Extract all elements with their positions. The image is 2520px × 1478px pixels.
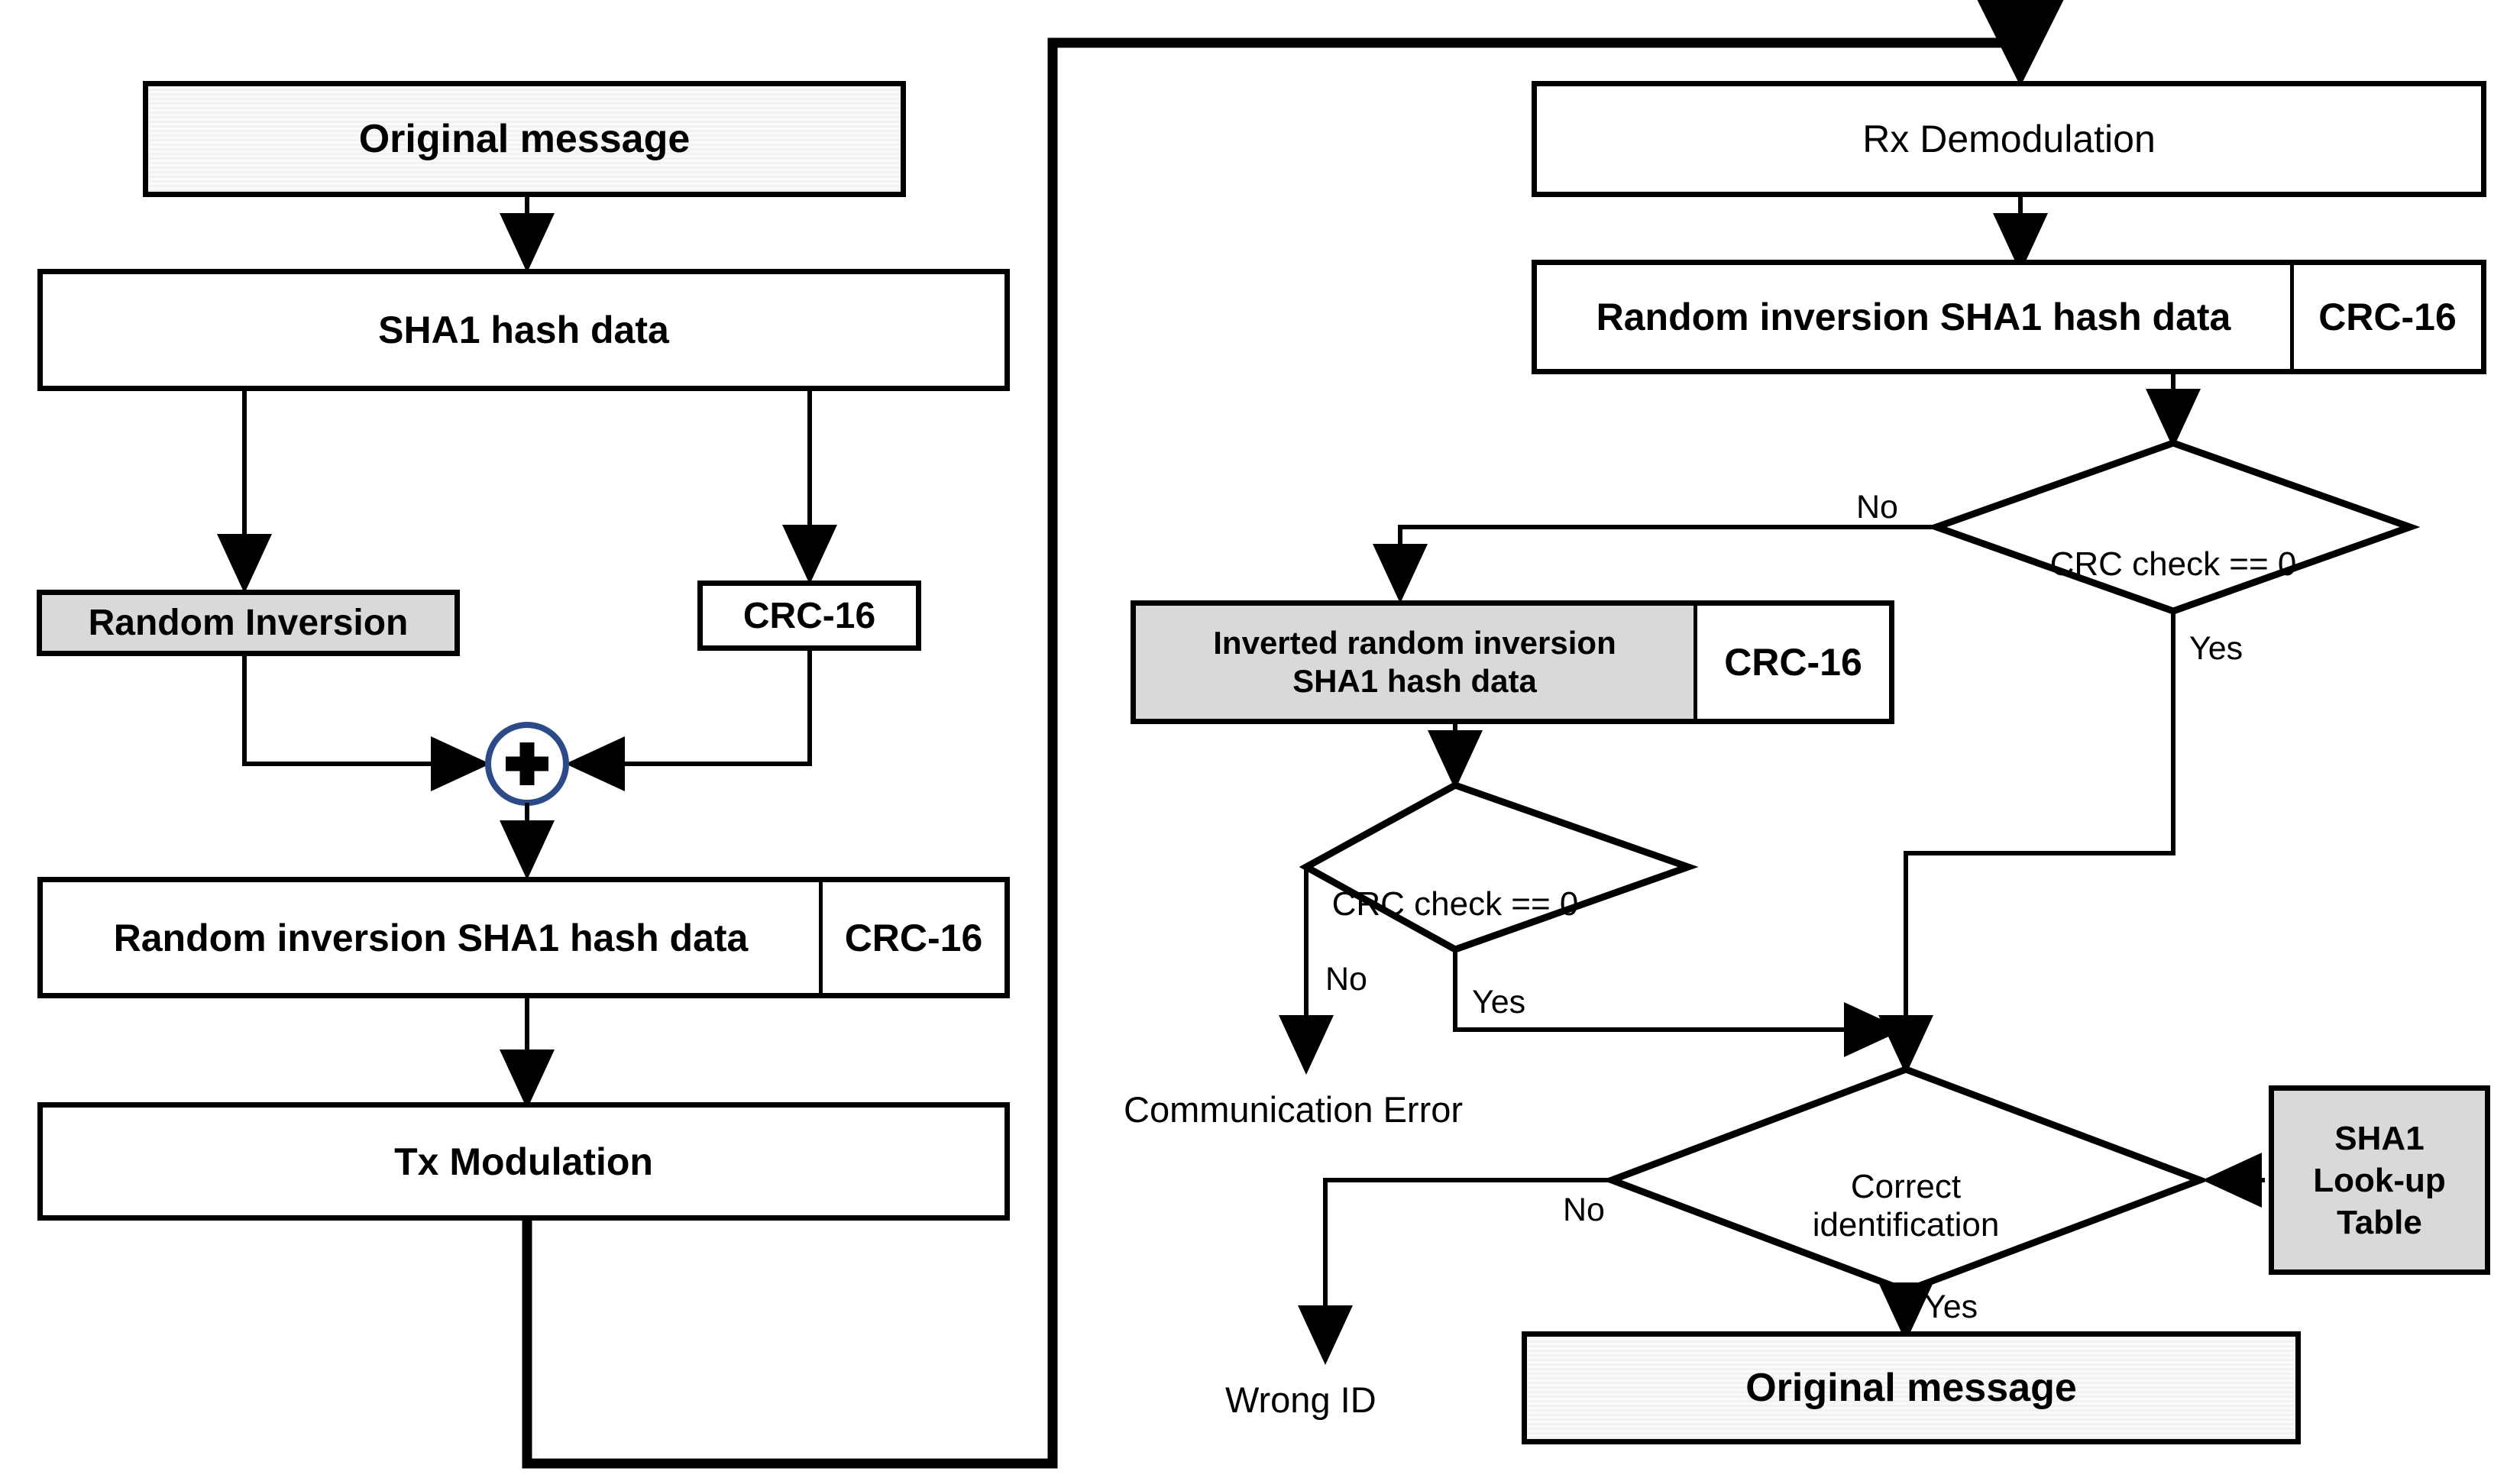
plus-icon xyxy=(506,742,548,785)
node-label: CRC-16 xyxy=(742,595,876,636)
node-label: Original message xyxy=(358,117,691,161)
edge-label-crc1-yes: Yes xyxy=(2189,630,2243,668)
packet-data-cell: Random inversion SHA1 hash data xyxy=(1537,265,2294,369)
terminal-text: Communication Error xyxy=(1124,1089,1464,1130)
edge-label-correct-id-yes: Yes xyxy=(1924,1289,1978,1326)
inverted-packet-crc-cell: CRC-16 xyxy=(1697,606,1889,719)
node-label: Rx Demodulation xyxy=(1862,118,2156,160)
edge-random-inversion-to-adder xyxy=(242,656,490,791)
node-inverted-packet[interactable]: Inverted random inversion SHA1 hash data… xyxy=(1131,600,1894,724)
decision-text: Correct identification xyxy=(1812,1167,2000,1244)
node-label: SHA1 Look-up Table xyxy=(2313,1119,2446,1241)
packet-data-label: Random inversion SHA1 hash data xyxy=(1596,296,2231,338)
edge-label-text: No xyxy=(1563,1192,1605,1228)
decision-text: CRC check == 0 xyxy=(2049,545,2297,583)
edge-crc16-to-adder xyxy=(565,651,812,791)
edge-label-crc1-no: No xyxy=(1856,489,1898,526)
packet-crc-label: CRC-16 xyxy=(844,916,983,959)
node-label: Original message xyxy=(1745,1366,2077,1410)
terminal-wrong-id: Wrong ID xyxy=(1225,1379,1376,1421)
node-original-message-rx[interactable]: Original message xyxy=(1522,1331,2301,1444)
node-sha1-lookup-table[interactable]: SHA1 Look-up Table xyxy=(2269,1085,2490,1275)
node-label: Random Inversion xyxy=(88,603,409,643)
decision-text: CRC check == 0 xyxy=(1331,885,1579,923)
edge-label-text: No xyxy=(1856,489,1898,526)
node-packet-rx[interactable]: Random inversion SHA1 hash data CRC-16 xyxy=(1532,260,2486,374)
inverted-packet-data-cell: Inverted random inversion SHA1 hash data xyxy=(1136,606,1697,719)
edge-label-crc2-no: No xyxy=(1325,961,1367,998)
terminal-communication-error: Communication Error xyxy=(1124,1088,1463,1130)
inverted-packet-crc-label: CRC-16 xyxy=(1724,641,1862,684)
edge-crc-check-2-yes xyxy=(1453,949,1904,1057)
edge-label-correct-id-no: No xyxy=(1563,1192,1605,1229)
packet-data-cell: Random inversion SHA1 hash data xyxy=(43,882,823,993)
node-crc16-tx[interactable]: CRC-16 xyxy=(697,581,921,651)
edge-crc-check-1-yes xyxy=(1878,611,2175,1075)
edge-label-text: No xyxy=(1325,961,1367,998)
packet-crc-cell: CRC-16 xyxy=(823,882,1004,993)
node-sha1-hash-data[interactable]: SHA1 hash data xyxy=(37,269,1010,391)
node-label: SHA1 hash data xyxy=(378,309,669,351)
edge-channel-tx-to-rx xyxy=(522,0,2070,1469)
packet-crc-label: CRC-16 xyxy=(2318,296,2457,338)
decision-crc-check-1-label: CRC check == 0 xyxy=(1982,506,2364,584)
packet-data-label: Random inversion SHA1 hash data xyxy=(113,916,749,959)
edge-correct-identification-no xyxy=(1298,1178,1612,1365)
packet-crc-cell: CRC-16 xyxy=(2294,265,2481,369)
node-rx-demodulation[interactable]: Rx Demodulation xyxy=(1532,81,2486,197)
edge-label-text: Yes xyxy=(2189,630,2243,667)
inverted-packet-data-label: Inverted random inversion SHA1 hash data xyxy=(1213,624,1616,699)
edge-label-crc2-yes: Yes xyxy=(1472,984,1525,1021)
node-random-inversion[interactable]: Random Inversion xyxy=(37,590,460,656)
terminal-text: Wrong ID xyxy=(1225,1379,1376,1420)
edge-label-text: Yes xyxy=(1924,1289,1978,1325)
edge-crc-check-1-no xyxy=(1373,525,1936,603)
node-packet-tx[interactable]: Random inversion SHA1 hash data CRC-16 xyxy=(37,877,1010,998)
edge-label-text: Yes xyxy=(1472,984,1526,1020)
decision-correct-identification-label: Correct identification xyxy=(1734,1129,2078,1245)
node-label: Tx Modulation xyxy=(394,1140,653,1183)
node-tx-modulation[interactable]: Tx Modulation xyxy=(37,1102,1010,1221)
node-original-message-tx[interactable]: Original message xyxy=(143,81,906,197)
decision-crc-check-2-label: CRC check == 0 xyxy=(1283,846,1627,923)
